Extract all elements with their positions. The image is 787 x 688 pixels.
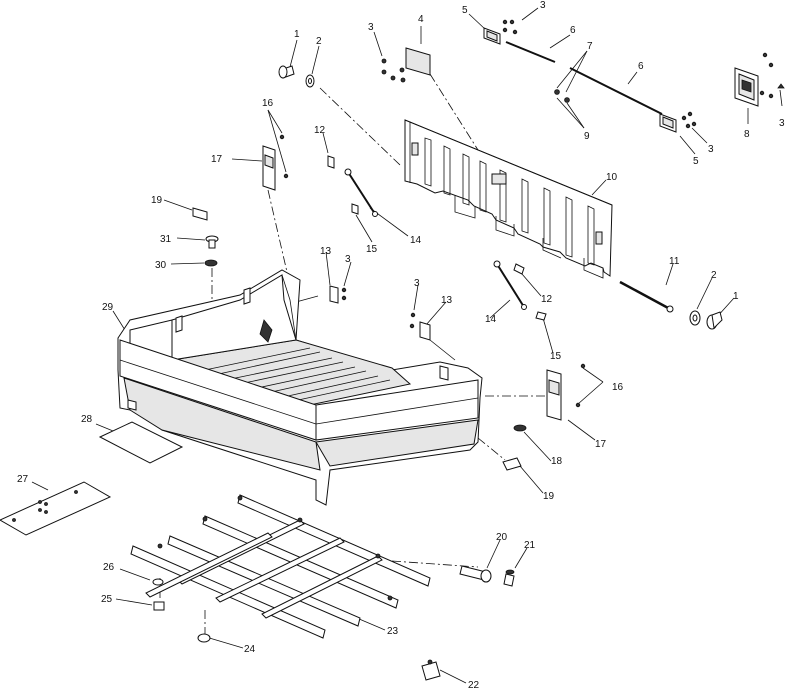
callout-3: 3 bbox=[540, 0, 546, 11]
callout-5: 5 bbox=[693, 156, 699, 167]
callout-5: 5 bbox=[462, 5, 468, 16]
callout-6: 6 bbox=[570, 25, 576, 36]
callout-1: 1 bbox=[733, 291, 739, 302]
hinges bbox=[192, 134, 586, 471]
callout-28: 28 bbox=[81, 414, 93, 425]
callout-10: 10 bbox=[606, 172, 618, 183]
callout-14: 14 bbox=[410, 235, 422, 246]
callout-3: 3 bbox=[345, 254, 351, 265]
callout-18: 18 bbox=[551, 456, 563, 467]
callout-14: 14 bbox=[485, 314, 497, 325]
frame-hardware bbox=[152, 565, 515, 681]
callout-12: 12 bbox=[541, 294, 553, 305]
callout-25: 25 bbox=[101, 594, 113, 605]
callout-15: 15 bbox=[550, 351, 562, 362]
callout-labels: 1 2 3 4 5 3 6 7 6 9 8 3 3 5 16 17 12 19 … bbox=[17, 0, 785, 688]
callout-12: 12 bbox=[314, 125, 326, 136]
callout-7: 7 bbox=[587, 41, 593, 52]
callout-1: 1 bbox=[294, 29, 300, 40]
callout-31: 31 bbox=[160, 234, 172, 245]
callout-13: 13 bbox=[320, 246, 332, 257]
callout-19: 19 bbox=[543, 491, 555, 502]
callout-22: 22 bbox=[468, 680, 480, 688]
callout-2: 2 bbox=[711, 270, 717, 281]
tailgate-panel bbox=[404, 119, 613, 279]
cargo-box bbox=[117, 269, 483, 506]
callout-3: 3 bbox=[414, 278, 420, 289]
callout-20: 20 bbox=[496, 532, 508, 543]
callout-23: 23 bbox=[387, 626, 399, 637]
sub-frame bbox=[130, 494, 431, 639]
callout-4: 4 bbox=[418, 14, 424, 25]
callout-6: 6 bbox=[638, 61, 644, 72]
latch-hardware bbox=[278, 19, 785, 133]
callout-9: 9 bbox=[584, 131, 590, 142]
floor-mat-and-plate bbox=[0, 421, 184, 536]
callout-19: 19 bbox=[151, 195, 163, 206]
callout-8: 8 bbox=[744, 129, 750, 140]
callout-30: 30 bbox=[155, 260, 167, 271]
callout-2: 2 bbox=[316, 36, 322, 47]
callout-3: 3 bbox=[779, 118, 785, 129]
callout-24: 24 bbox=[244, 644, 256, 655]
callout-3: 3 bbox=[368, 22, 374, 33]
callout-16: 16 bbox=[612, 382, 624, 393]
callout-27: 27 bbox=[17, 474, 29, 485]
callout-26: 26 bbox=[103, 562, 115, 573]
callout-15: 15 bbox=[366, 244, 378, 255]
callout-16: 16 bbox=[262, 98, 274, 109]
callout-3: 3 bbox=[708, 144, 714, 155]
callout-11: 11 bbox=[669, 256, 680, 267]
callout-13: 13 bbox=[441, 295, 453, 306]
callout-21: 21 bbox=[524, 540, 536, 551]
callout-17: 17 bbox=[595, 439, 607, 450]
cables-and-brackets bbox=[327, 155, 723, 330]
callout-17: 17 bbox=[211, 154, 223, 165]
callout-29: 29 bbox=[102, 302, 114, 313]
